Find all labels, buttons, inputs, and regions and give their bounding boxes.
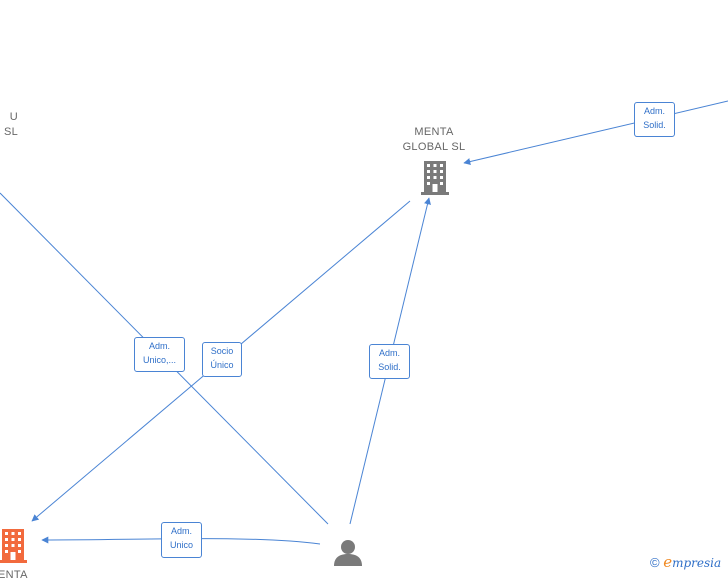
edge-label-top-right[interactable]: Adm. Solid. — [634, 102, 675, 137]
person-icon[interactable] — [334, 540, 362, 566]
edge-line-top-right — [463, 100, 728, 165]
node-label-left-company[interactable]: U SL — [0, 110, 18, 140]
edge-label-line: Adm. — [148, 341, 170, 351]
edge-label-line: Único — [210, 360, 234, 370]
edge-label-line: Adm. — [170, 526, 192, 536]
brand-initial: e — [663, 553, 673, 571]
brand-name: mpresia — [672, 556, 722, 570]
edge-label-line: Socio — [210, 346, 234, 356]
edge-label-socio-unico[interactable]: Socio Único — [202, 342, 242, 377]
edge-label-person-to-menta[interactable]: Adm. Solid. — [369, 344, 410, 379]
brand-logo: © empresia — [650, 553, 721, 571]
edge-label-adm-unico[interactable]: Adm. Unico,... — [134, 337, 185, 372]
building-icon-orange[interactable] — [0, 529, 27, 563]
node-label-line: GLOBAL SL — [402, 141, 466, 153]
edge-label-line: Solid. — [643, 120, 666, 130]
copyright-symbol: © — [650, 555, 660, 570]
node-label-menta-global[interactable]: MENTA GLOBAL SL — [396, 125, 472, 155]
edge-label-line: Adm. — [378, 348, 400, 358]
edge-label-line: Solid. — [378, 362, 401, 372]
edge-label-line: Unico — [169, 540, 193, 550]
node-label-line: ENTA — [0, 569, 28, 581]
edge-label-line: Unico,... — [142, 355, 176, 365]
node-label-line: SL — [3, 126, 18, 138]
node-label-line: U — [9, 111, 18, 123]
node-label-line: MENTA — [414, 126, 454, 138]
building-icon[interactable] — [421, 161, 449, 195]
node-label-bottom-left-company[interactable]: ENTA — [0, 568, 38, 583]
edge-label-person-to-left[interactable]: Adm. Unico — [161, 522, 202, 558]
edge-label-line: Adm. — [643, 106, 665, 116]
